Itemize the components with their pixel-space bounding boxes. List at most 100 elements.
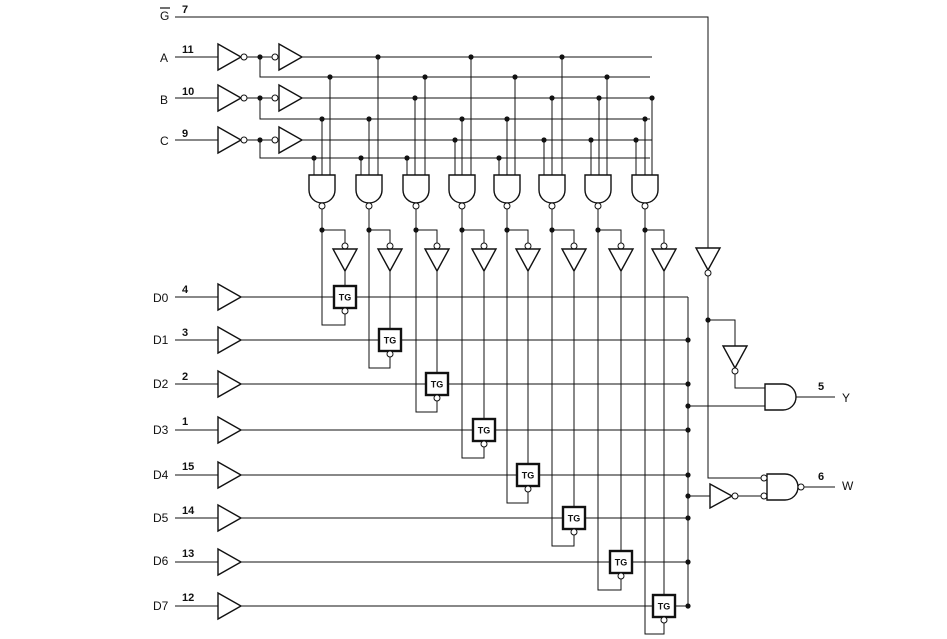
transmission-gate-label: TG	[478, 426, 491, 436]
wire	[259, 57, 650, 78]
enable-bubble	[704, 269, 712, 277]
data-input-label: D3	[153, 423, 169, 437]
inverter-w-bubble	[731, 492, 739, 500]
junction-dot	[504, 227, 510, 233]
junction-dot	[468, 54, 474, 60]
wire	[259, 98, 650, 120]
junction-dot	[257, 95, 263, 101]
tg-control-bubble	[524, 485, 532, 493]
tg-control-bubble	[341, 307, 349, 315]
tg-control-bubble	[480, 440, 488, 448]
wire	[175, 16, 709, 248]
wire	[598, 229, 622, 243]
junction-dot	[685, 427, 691, 433]
buffer-gate	[423, 248, 451, 273]
junction-dot	[705, 317, 711, 323]
wire	[461, 230, 485, 459]
data-input-label: D4	[153, 468, 169, 482]
buffer-gate	[278, 125, 304, 155]
nand-output-bubble	[458, 202, 466, 210]
junction-dot	[604, 74, 610, 80]
junction-dot	[327, 74, 333, 80]
nand-gate	[448, 174, 476, 204]
junction-dot	[541, 137, 547, 143]
buffer-gate	[650, 248, 678, 273]
output-pin-w: 6	[818, 471, 824, 483]
wire	[415, 230, 438, 413]
pin-label-a: 11	[182, 44, 194, 56]
junction-dot	[422, 74, 428, 80]
nand-output-bubble	[365, 202, 373, 210]
input-label-g: G	[160, 9, 169, 23]
junction-dot	[358, 155, 364, 161]
driver-input-bubble	[524, 242, 532, 250]
nand-gate	[538, 174, 566, 204]
junction-dot	[311, 155, 317, 161]
pin-label-c: 9	[182, 128, 188, 140]
data-pin-label: 15	[182, 461, 194, 473]
pin-label-g: 7	[182, 4, 188, 16]
transmission-gate-label: TG	[658, 602, 671, 612]
buffer-gate	[278, 83, 304, 113]
junction-dot	[685, 337, 691, 343]
buffer-gate	[278, 42, 304, 72]
junction-dot	[459, 227, 465, 233]
wire	[707, 276, 765, 479]
junction-dot	[588, 137, 594, 143]
input-bubble	[271, 53, 279, 61]
enable-buffer	[694, 247, 722, 272]
buffer-gate	[217, 547, 243, 577]
wire	[321, 230, 346, 326]
wire	[416, 229, 438, 243]
nand-output-bubble	[318, 202, 326, 210]
junction-dot	[452, 137, 458, 143]
nand-gate	[402, 174, 430, 204]
buffer-gate	[376, 248, 404, 273]
driver-input-bubble	[480, 242, 488, 250]
junction-dot	[504, 116, 510, 122]
junction-dot	[685, 403, 691, 409]
junction-dot	[685, 559, 691, 565]
wire	[462, 229, 485, 243]
junction-dot	[685, 515, 691, 521]
wire	[322, 229, 346, 243]
junction-dot	[685, 381, 691, 387]
nand-gate	[631, 174, 659, 204]
junction-dot	[633, 137, 639, 143]
junction-dot	[685, 603, 691, 609]
junction-dot	[257, 137, 263, 143]
wire	[369, 229, 391, 243]
junction-dot	[496, 155, 502, 161]
buffer-gate	[217, 369, 243, 399]
output-pin-y: 5	[818, 381, 824, 393]
transmission-gate-label: TG	[522, 471, 535, 481]
wire	[645, 229, 665, 243]
data-input-label: D2	[153, 377, 169, 391]
driver-input-bubble	[617, 242, 625, 250]
buffer-gate	[560, 248, 588, 273]
data-input-label: D7	[153, 599, 169, 613]
pin-label-b: 10	[182, 86, 194, 98]
junction-dot	[642, 116, 648, 122]
buffer-gate	[607, 248, 635, 273]
data-input-label: D0	[153, 291, 169, 305]
wire	[551, 230, 575, 547]
buffer-gate	[217, 503, 243, 533]
inverter-bubble	[240, 53, 248, 61]
enable-buffer-2	[721, 345, 749, 370]
transmission-gate-label: TG	[384, 336, 397, 346]
data-pin-label: 2	[182, 371, 188, 383]
enable-bubble-2	[731, 367, 739, 375]
input-label-c: C	[160, 134, 169, 148]
nand-gate	[355, 174, 383, 204]
wire	[644, 230, 665, 635]
inverter-bubble	[240, 136, 248, 144]
tg-control-bubble	[570, 528, 578, 536]
nand-gate	[584, 174, 612, 204]
driver-input-bubble	[341, 242, 349, 250]
buffer-gate	[470, 248, 498, 273]
and-gate-y	[764, 383, 797, 411]
transmission-gate-label: TG	[431, 380, 444, 390]
